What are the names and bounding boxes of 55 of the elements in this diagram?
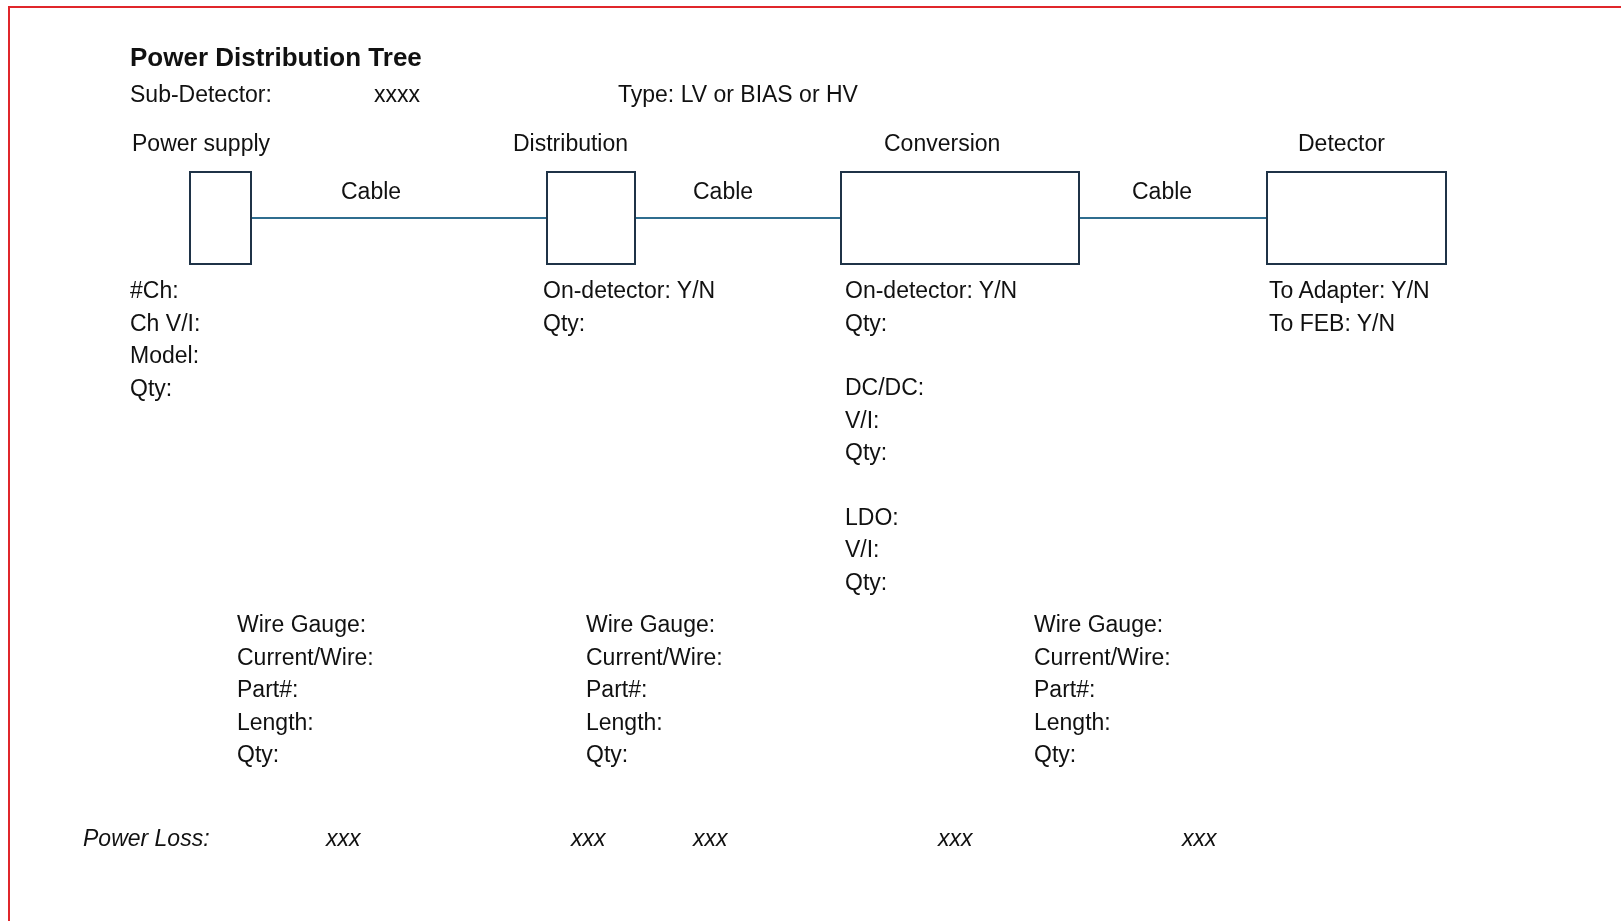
- spec-field: Qty:: [845, 438, 888, 466]
- spec-field: Qty:: [237, 740, 280, 768]
- spec-field: Wire Gauge:: [1034, 610, 1164, 638]
- power-loss-value: xxx: [938, 824, 973, 852]
- spec-field: Qty:: [586, 740, 629, 768]
- power-loss-value: xxx: [693, 824, 728, 852]
- spec-field: Length:: [586, 708, 663, 735]
- cable-line: [1079, 217, 1267, 219]
- spec-field: Qty:: [845, 568, 888, 595]
- spec-field: DC/DC:: [845, 373, 925, 401]
- spec-field: Length:: [1034, 708, 1111, 735]
- spec-field: xxxx: [374, 80, 420, 108]
- spec-field: LDO:: [845, 503, 899, 530]
- spec-field: Sub-Detector:: [130, 80, 272, 108]
- spec-field: To FEB: Y/N: [1269, 309, 1396, 336]
- power-loss-value: xxx: [571, 824, 606, 852]
- edge-label: Cable: [341, 177, 402, 205]
- power-loss-value: xxx: [1182, 824, 1217, 852]
- spec-field: Type: LV or BIAS or HV: [618, 80, 858, 108]
- spec-field: Part#:: [237, 675, 299, 703]
- stage-heading: Distribution: [513, 129, 629, 157]
- spec-field: Wire Gauge:: [586, 610, 716, 638]
- spec-field: Part#:: [586, 675, 648, 703]
- component-box: [840, 171, 1080, 265]
- spec-field: V/I:: [845, 406, 880, 433]
- spec-field: On-detector: Y/N: [543, 276, 716, 304]
- spec-field: On-detector: Y/N: [845, 276, 1018, 304]
- spec-field: To Adapter: Y/N: [1269, 276, 1430, 304]
- spec-field: Qty:: [543, 309, 586, 336]
- edge-label: Cable: [693, 177, 754, 205]
- spec-field: Qty:: [845, 309, 888, 336]
- spec-field: Part#:: [1034, 675, 1096, 703]
- cable-line: [251, 217, 547, 219]
- edge-label: Cable: [1132, 177, 1193, 205]
- component-box: [1266, 171, 1447, 265]
- spec-field: Model:: [130, 341, 200, 369]
- component-box: [546, 171, 636, 265]
- spec-field: #Ch:: [130, 276, 179, 304]
- stage-heading: Power supply: [132, 129, 271, 157]
- component-box: [189, 171, 252, 265]
- spec-field: Wire Gauge:: [237, 610, 367, 638]
- spec-field: Current/Wire:: [237, 643, 374, 670]
- spec-field: Current/Wire:: [1034, 643, 1171, 670]
- spec-field: Current/Wire:: [586, 643, 723, 670]
- stage-heading: Conversion: [884, 129, 1001, 157]
- spec-field: Ch V/I:: [130, 309, 201, 336]
- stage-heading: Detector: [1298, 129, 1385, 157]
- spec-field: V/I:: [845, 535, 880, 563]
- spec-field: Length:: [237, 708, 314, 735]
- spec-field: Qty:: [1034, 740, 1077, 768]
- spec-field: Qty:: [130, 374, 173, 401]
- cable-line: [635, 217, 841, 219]
- power-loss-value: Power Loss:: [83, 824, 210, 852]
- diagram-title: Power Distribution Tree: [130, 41, 422, 73]
- power-loss-value: xxx: [326, 824, 361, 852]
